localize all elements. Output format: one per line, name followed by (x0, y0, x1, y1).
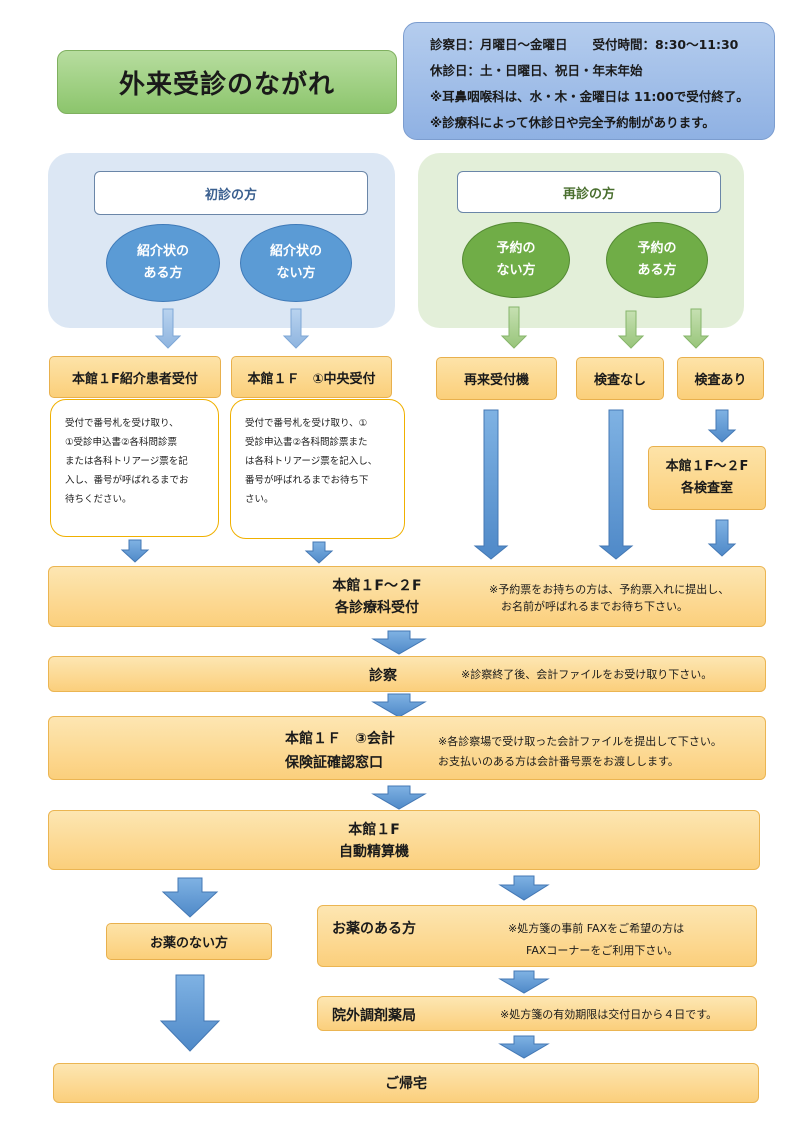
ellipse-line: 紹介状の (136, 244, 189, 259)
pharmacy-title: 院外調剤薬局 (332, 1008, 416, 1024)
dept-reception-note: ※予約票をお持ちの方は、予約票入れに提出し、 お名前が呼ばれるまでお待ち下さい。 (489, 583, 730, 613)
billing-note: ※各診察場で受け取った会計ファイルを提出して下さい。 お支払いのある方は会計番号… (438, 735, 722, 768)
arrow-down (120, 539, 150, 563)
reentry-machine-box: 再来受付機 (436, 357, 557, 400)
arrow-down (154, 308, 182, 349)
note-line: 待ちください。 (65, 494, 132, 505)
exam-bar: 診察 ※診察終了後、会計ファイルをお受け取り下さい。 (48, 656, 766, 692)
exam-room-line: 各検査室 (680, 481, 733, 496)
note-line: ①受診申込書②各科問診票 (65, 437, 178, 448)
note-line: 入し、番号が呼ばれるまでお (65, 475, 189, 486)
arrow-down (371, 693, 427, 718)
arrow-down (371, 785, 427, 810)
hours-info-box: 診察日：月曜日～金曜日 受付時間：8:30～11:30 休診日：土・日曜日、祝日… (403, 22, 775, 140)
arrow-down (371, 630, 427, 655)
with-referral-ellipse: 紹介状のある方 (106, 224, 220, 302)
arrow-down (498, 1035, 550, 1059)
arrow-down (707, 409, 737, 443)
ellipse-line: ある方 (143, 266, 183, 281)
arrow-down (617, 310, 645, 349)
first-visit-header: 初診の方 (94, 171, 368, 215)
no-medicine-box: お薬のない方 (106, 923, 272, 960)
ellipse-line: 予約の (496, 241, 536, 256)
ellipse-line: 紹介状の (269, 244, 322, 259)
referral-note: 受付で番号札を受け取り、 ①受診申込書②各科問診票 または各科トリアージ票を記 … (50, 399, 219, 537)
note-line: 受付で番号札を受け取り、① (245, 418, 368, 429)
exam-room-line: 本館１F～２F (665, 459, 749, 474)
exam-room-box: 本館１F～２F 各検査室 (648, 446, 766, 510)
arrow-down (282, 308, 310, 349)
referral-reception-box: 本館１F紹介患者受付 (49, 356, 221, 398)
arrow-down (498, 970, 550, 994)
with-exam-box: 検査あり (677, 357, 764, 400)
pharmacy-note: ※処方箋の有効期限は交付日から４日です。 (500, 1008, 718, 1021)
ellipse-line: ない方 (276, 266, 316, 281)
exam-note: ※診察終了後、会計ファイルをお受け取り下さい。 (461, 668, 713, 681)
pharmacy-bar: 院外調剤薬局 ※処方箋の有効期限は交付日から４日です。 (317, 996, 757, 1031)
medicine-title: お薬のある方 (332, 921, 416, 937)
arrow-down (500, 306, 528, 349)
central-reception-box: 本館１Ｆ ①中央受付 (231, 356, 392, 398)
arrow-down (473, 409, 509, 560)
home-title: ご帰宅 (385, 1076, 427, 1092)
note-line: は各科トリアージ票を記入し、 (245, 456, 378, 467)
ellipse-line: ある方 (637, 263, 677, 278)
medicine-note: ※処方箋の事前 FAXをご希望の方は FAXコーナーをご利用下さい。 (508, 922, 685, 957)
arrow-down (498, 875, 550, 901)
arrow-down (161, 877, 219, 918)
arrow-down (598, 409, 634, 560)
arrow-down (682, 308, 710, 349)
note-line: または各科トリアージ票を記 (65, 456, 188, 467)
without-referral-ellipse: 紹介状のない方 (240, 224, 352, 302)
arrow-down (159, 974, 221, 1052)
no-exam-box: 検査なし (576, 357, 664, 400)
arrow-down (707, 519, 737, 557)
billing-bar: 本館１Ｆ ③会計 保険証確認窓口 ※各診察場で受け取った会計ファイルを提出して下… (48, 716, 766, 780)
note-line: さい。 (245, 494, 274, 505)
return-visit-header: 再診の方 (457, 171, 721, 213)
medicine-bar: お薬のある方 ※処方箋の事前 FAXをご希望の方は FAXコーナーをご利用下さい… (317, 905, 757, 967)
with-appointment-ellipse: 予約のある方 (606, 222, 708, 298)
billing-title: 本館１Ｆ ③会計 保険証確認窓口 (285, 731, 395, 771)
ellipse-line: ない方 (496, 263, 536, 278)
note-line: 受付で番号札を受け取り、 (65, 418, 179, 429)
exam-title: 診察 (369, 668, 397, 684)
info-line: ※耳鼻咽喉科は、水・木・金曜日は 11:00で受付終了。 (430, 89, 749, 104)
info-line: ※診療科によって休診日や完全予約制があります。 (430, 115, 715, 130)
info-line: 診察日：月曜日～金曜日 受付時間：8:30～11:30 (430, 37, 739, 52)
no-appointment-ellipse: 予約のない方 (462, 222, 570, 298)
info-line: 休診日：土・日曜日、祝日・年末年始 (430, 63, 643, 78)
central-note: 受付で番号札を受け取り、① 受診申込書②各科問診票また は各科トリアージ票を記入… (230, 399, 405, 539)
page-title: 外来受診のながれ (57, 50, 397, 114)
note-line: 番号が呼ばれるまでお待ち下 (245, 475, 369, 486)
note-line: 受診申込書②各科問診票また (245, 437, 368, 448)
arrow-down (304, 541, 334, 564)
ellipse-line: 予約の (637, 241, 677, 256)
home-bar: ご帰宅 (53, 1063, 759, 1103)
